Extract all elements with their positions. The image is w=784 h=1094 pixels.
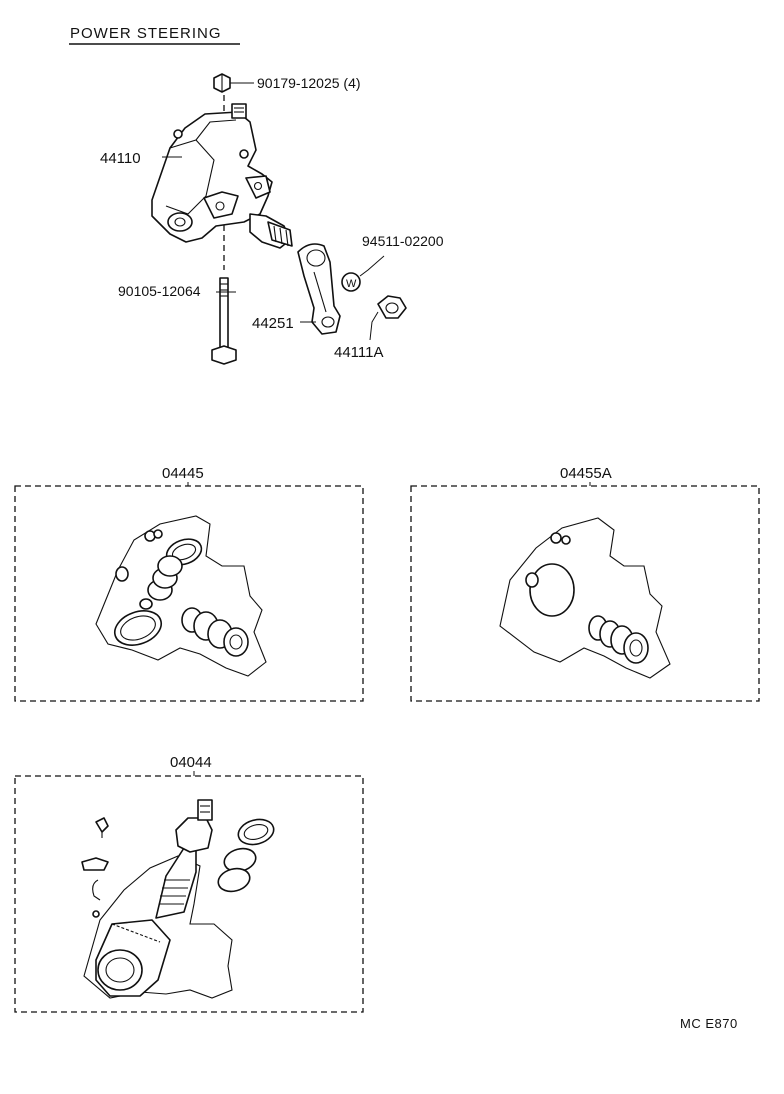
kit-box-04445: 04445 [14,465,364,702]
bolt-top-icon [213,73,231,93]
kit-label-04445: 04445 [162,465,204,482]
part-number-washer: 94511-02200 [362,233,444,249]
nut-icon [377,295,407,319]
kit-box-04044: 04044 [14,754,364,1013]
leader-nut [369,311,379,341]
bolt-long-icon [211,277,237,365]
diagram-code: MC E870 [680,1016,738,1031]
part-number-bolt-long: 90105-12064 [118,283,201,299]
steering-gear-assembly: W 90179-12025 (4) 44110 94511-02200 9010… [100,73,444,365]
gear-housing-icon [151,103,293,249]
part-number-nut: 44111A [334,344,384,361]
part-number-housing: 44110 [100,150,141,167]
part-number-bolt-top: 90179-12025 (4) [257,75,361,91]
page-title: POWER STEERING [70,25,222,42]
kit-label-04044: 04044 [170,754,212,771]
washer-icon: W [341,272,361,292]
kit-label-04455A: 04455A [560,465,612,482]
leader-washer [359,255,385,277]
washer-symbol: W [346,278,357,290]
pitman-arm-icon [297,243,341,335]
part-number-pitman-arm: 44251 [252,315,294,332]
kit-box-04455A: 04455A [410,465,760,702]
